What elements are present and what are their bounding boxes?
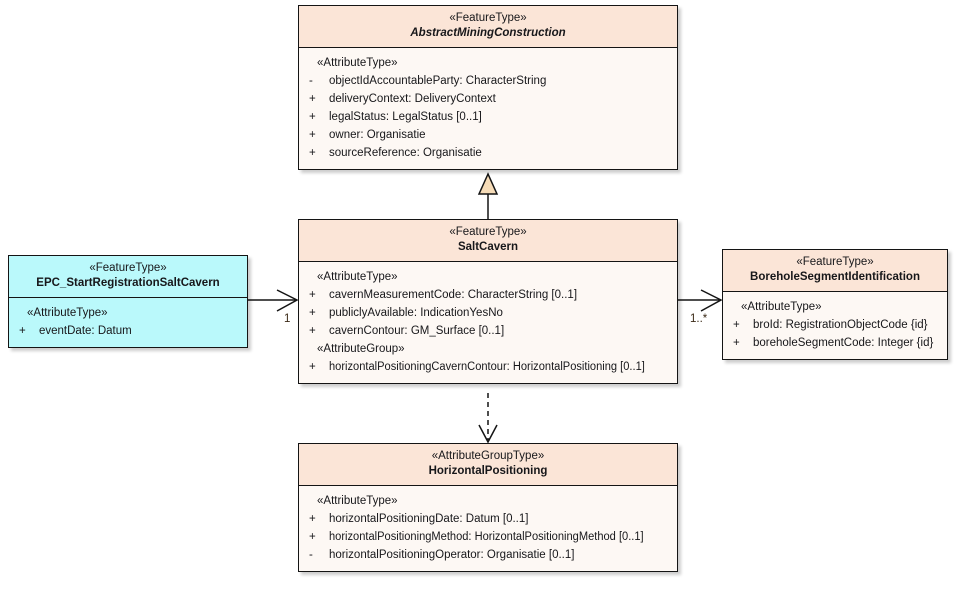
attribute-signature: legalStatus: LegalStatus [0..1] [329, 111, 482, 123]
attribute-row[interactable]: + cavernContour: GM_Surface [0..1] [303, 322, 673, 340]
attribute-signature: sourceReference: Organisatie [329, 147, 482, 159]
class-abstractminingconstruction[interactable]: «FeatureType» AbstractMiningConstruction… [298, 5, 678, 170]
attribute-signature: boreholeSegmentCode: Integer {id} [753, 337, 934, 349]
class-body-saltcavern: «AttributeType» + cavernMeasurementCode:… [299, 262, 677, 383]
connector-association-saltcavern-boreholesegmentidentification[interactable] [678, 289, 723, 312]
attribute-signature: horizontalPositioningCavernContour: Hori… [329, 361, 645, 373]
stereotype-label: «FeatureType» [449, 226, 527, 238]
attribute-row[interactable]: + deliveryContext: DeliveryContext [303, 90, 673, 108]
attribute-row[interactable]: + legalStatus: LegalStatus [0..1] [303, 108, 673, 126]
attribute-signature: cavernContour: GM_Surface [0..1] [329, 325, 505, 337]
visibility-marker: + [309, 93, 316, 105]
attribute-row[interactable]: + sourceReference: Organisatie [303, 144, 673, 162]
visibility-marker: + [733, 319, 740, 331]
attribute-row[interactable]: + broId: RegistrationObjectCode {id} [727, 316, 943, 334]
class-name-label: BoreholeSegmentIdentification [750, 271, 920, 283]
attribute-signature: publiclyAvailable: IndicationYesNo [329, 307, 503, 319]
class-horizontalpositioning[interactable]: «AttributeGroupType» HorizontalPositioni… [298, 443, 678, 572]
class-name-label: EPC_StartRegistrationSaltCavern [36, 277, 220, 289]
connector-generalization-saltcavern-abstractminingconstruction[interactable] [477, 172, 499, 219]
class-body-epc-startregistrationsaltcavern: «AttributeType» + eventDate: Datum [9, 298, 247, 347]
attribute-row[interactable]: + owner: Organisatie [303, 126, 673, 144]
class-header-boreholesegmentidentification: «FeatureType» BoreholeSegmentIdentificat… [723, 250, 947, 292]
attribute-row[interactable]: + eventDate: Datum [13, 322, 243, 340]
class-epc-startregistrationsaltcavern[interactable]: «FeatureType» EPC_StartRegistrationSaltC… [8, 255, 248, 348]
attribute-row[interactable]: + horizontalPositioningMethod: Horizonta… [303, 528, 673, 546]
class-boreholesegmentidentification[interactable]: «FeatureType» BoreholeSegmentIdentificat… [722, 249, 948, 360]
attribute-row[interactable]: + horizontalPositioningDate: Datum [0..1… [303, 510, 673, 528]
attribute-group-label: «AttributeGroup» [317, 343, 405, 355]
attribute-signature: objectIdAccountableParty: CharacterStrin… [329, 75, 547, 87]
attribute-signature: horizontalPositioningDate: Datum [0..1] [329, 513, 529, 525]
attribute-signature: horizontalPositioningOperator: Organisat… [329, 549, 575, 561]
attribute-row[interactable]: + cavernMeasurementCode: CharacterString… [303, 286, 673, 304]
attribute-group-label: «AttributeType» [317, 271, 398, 283]
attribute-group-label: «AttributeType» [27, 307, 108, 319]
attribute-group-label: «AttributeType» [741, 301, 822, 313]
attribute-row[interactable]: + publiclyAvailable: IndicationYesNo [303, 304, 673, 322]
visibility-marker: + [309, 289, 316, 301]
attribute-row[interactable]: - horizontalPositioningOperator: Organis… [303, 546, 673, 564]
attribute-signature: cavernMeasurementCode: CharacterString [… [329, 289, 578, 301]
attribute-signature: owner: Organisatie [329, 129, 426, 141]
class-saltcavern[interactable]: «FeatureType» SaltCavern «AttributeType»… [298, 219, 678, 384]
class-body-abstractminingconstruction: «AttributeType» - objectIdAccountablePar… [299, 48, 677, 169]
class-body-horizontalpositioning: «AttributeType» + horizontalPositioningD… [299, 486, 677, 571]
class-header-horizontalpositioning: «AttributeGroupType» HorizontalPositioni… [299, 444, 677, 486]
visibility-marker: + [733, 337, 740, 349]
visibility-marker: + [19, 325, 26, 337]
attribute-row[interactable]: + boreholeSegmentCode: Integer {id} [727, 334, 943, 352]
class-header-epc-startregistrationsaltcavern: «FeatureType» EPC_StartRegistrationSaltC… [9, 256, 247, 298]
class-name-label: SaltCavern [457, 241, 519, 253]
visibility-marker: + [309, 147, 316, 159]
visibility-marker: + [309, 111, 316, 123]
attribute-group-label: «AttributeType» [317, 57, 398, 69]
attribute-group-label: «AttributeType» [317, 495, 398, 507]
visibility-marker: + [309, 307, 316, 319]
attribute-signature: broId: RegistrationObjectCode {id} [753, 319, 928, 331]
multiplicity-epc-to-saltcavern: 1 [284, 313, 291, 325]
stereotype-label: «FeatureType» [796, 256, 874, 268]
class-header-abstractminingconstruction: «FeatureType» AbstractMiningConstruction [299, 6, 677, 48]
attribute-row[interactable]: + horizontalPositioningCavernContour: Ho… [303, 358, 673, 376]
visibility-marker: + [309, 513, 316, 525]
attribute-signature: horizontalPositioningMethod: HorizontalP… [329, 531, 644, 543]
visibility-marker: + [309, 361, 316, 373]
class-name-label: HorizontalPositioning [428, 465, 548, 477]
stereotype-label: «FeatureType» [89, 262, 167, 274]
visibility-marker: + [309, 129, 316, 141]
attribute-signature: eventDate: Datum [39, 325, 132, 337]
class-body-boreholesegmentidentification: «AttributeType» + broId: RegistrationObj… [723, 292, 947, 359]
class-header-saltcavern: «FeatureType» SaltCavern [299, 220, 677, 262]
class-name-label: AbstractMiningConstruction [410, 27, 566, 39]
stereotype-label: «AttributeGroupType» [431, 450, 545, 462]
multiplicity-saltcavern-to-borehole: 1..* [690, 313, 708, 325]
visibility-marker: - [309, 75, 313, 87]
connector-dependency-saltcavern-horizontalpositioning[interactable] [478, 393, 498, 444]
stereotype-label: «FeatureType» [449, 12, 527, 24]
attribute-signature: deliveryContext: DeliveryContext [329, 93, 496, 105]
connector-association-epc-saltcavern[interactable] [248, 289, 299, 312]
visibility-marker: - [309, 549, 313, 561]
attribute-row[interactable]: - objectIdAccountableParty: CharacterStr… [303, 72, 673, 90]
visibility-marker: + [309, 531, 316, 543]
visibility-marker: + [309, 325, 316, 337]
